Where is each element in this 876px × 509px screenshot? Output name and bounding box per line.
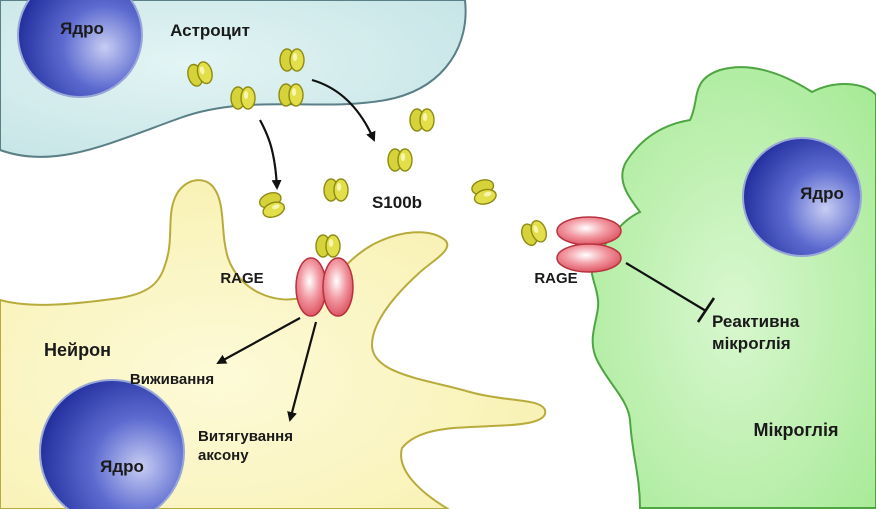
microglia-nucleus-label: Ядро <box>800 184 844 203</box>
astrocyte-label: Астроцит <box>170 21 250 40</box>
release-arrow-left <box>260 120 277 188</box>
microglia-cell: Ядро Мікроглія <box>591 67 876 508</box>
s100b-molecule <box>231 87 255 109</box>
s100b-molecule <box>410 109 434 131</box>
s100b-molecule <box>388 149 412 171</box>
reactive-microglia-label-line1: Реактивна <box>712 312 800 331</box>
astrocyte-cell: Ядро Астроцит <box>0 0 466 157</box>
neuron-rage-label: RAGE <box>220 270 263 287</box>
reactive-microglia-label-line2: мікроглія <box>712 334 791 353</box>
s100b-molecule <box>279 84 303 106</box>
s100b-molecule <box>324 179 348 201</box>
astrocyte-nucleus-label: Ядро <box>60 19 104 38</box>
s100b-molecule <box>470 178 497 207</box>
s100b-molecule <box>316 235 340 257</box>
s100b-label: S100b <box>372 193 422 212</box>
axon-growth-label-line2: аксону <box>198 447 249 464</box>
neuron-cell: Ядро Нейрон <box>0 180 545 509</box>
microglia-rage-label: RAGE <box>534 270 577 287</box>
neuron-nucleus <box>40 380 184 509</box>
survival-label: Виживання <box>130 371 214 388</box>
s100b-molecule <box>258 190 287 220</box>
neuron-label: Нейрон <box>44 340 111 360</box>
neuron-nucleus-label: Ядро <box>100 457 144 476</box>
s100b-molecule <box>280 49 304 71</box>
axon-growth-label-line1: Витягування <box>198 428 293 445</box>
microglia-label: Мікроглія <box>754 420 839 440</box>
s100b-molecule <box>519 219 549 248</box>
